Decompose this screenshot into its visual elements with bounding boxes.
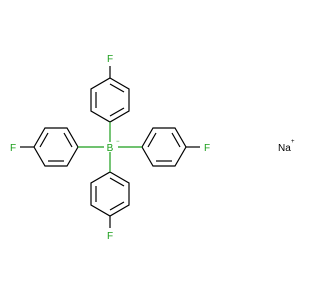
- fluorine-atom-top: F: [107, 54, 113, 65]
- aryl-ring-left: [20, 127, 104, 167]
- aryl-ring-bottom: [90, 152, 130, 228]
- fluorine-atom-left: F: [10, 143, 16, 154]
- fluorine-atom-right: F: [204, 143, 210, 154]
- fluorine-atom-bottom: F: [107, 231, 113, 242]
- molecule-structure: F F F F B − Na +: [10, 54, 295, 242]
- aryl-ring-right: [118, 127, 200, 167]
- sodium-charge: +: [291, 139, 295, 145]
- boron-charge: −: [116, 139, 120, 145]
- aryl-ring-top: [90, 66, 130, 142]
- boron-atom: B: [107, 143, 114, 154]
- sodium-counterion: Na: [278, 143, 291, 154]
- molecule-canvas: F F F F B − Na +: [10, 54, 295, 242]
